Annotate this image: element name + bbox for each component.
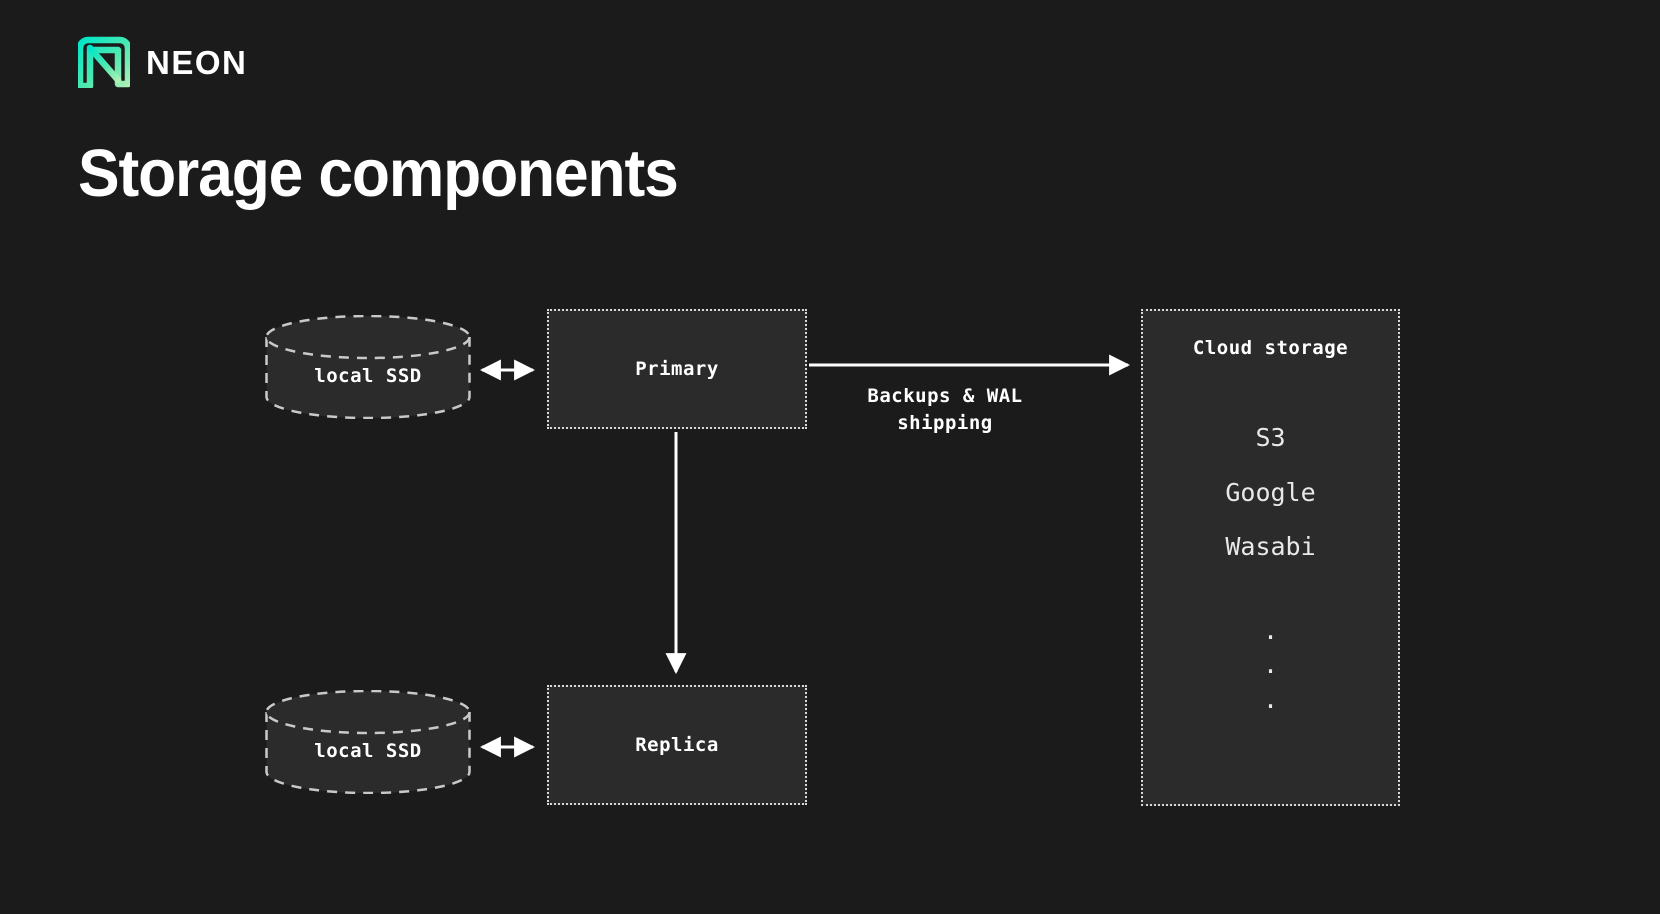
list-item: S3	[1255, 423, 1286, 452]
node-local-ssd-primary: local SSD	[265, 315, 471, 419]
node-replica: Replica	[547, 685, 807, 805]
node-label: Primary	[635, 358, 719, 380]
brand-wordmark: NEON	[146, 43, 248, 81]
node-local-ssd-replica: local SSD	[265, 690, 471, 794]
cylinder-shape	[265, 315, 471, 419]
list-item: Wasabi	[1225, 532, 1316, 561]
ellipsis-dot: .	[1262, 615, 1279, 645]
list-item: Google	[1225, 477, 1316, 507]
ellipsis-dot: .	[1262, 685, 1279, 714]
page-title: Storage components	[78, 136, 679, 211]
node-label: Cloud storage	[1192, 337, 1349, 359]
edge-label-backups-wal: Backups & WAL shipping	[867, 385, 1023, 434]
node-label: local SSD	[314, 740, 422, 762]
cylinder-shape	[265, 690, 471, 794]
cloud-provider-list: S3 Google Wasabi . . .	[1215, 423, 1327, 721]
node-cloud-storage: Cloud storage S3 Google Wasabi . . .	[1141, 309, 1400, 806]
brand-logo: NEON	[78, 36, 247, 88]
node-label: Replica	[635, 734, 719, 756]
neon-logo-icon	[78, 36, 130, 88]
node-primary: Primary	[547, 309, 807, 429]
ellipsis-dot: .	[1262, 650, 1279, 680]
node-label: local SSD	[314, 365, 422, 387]
